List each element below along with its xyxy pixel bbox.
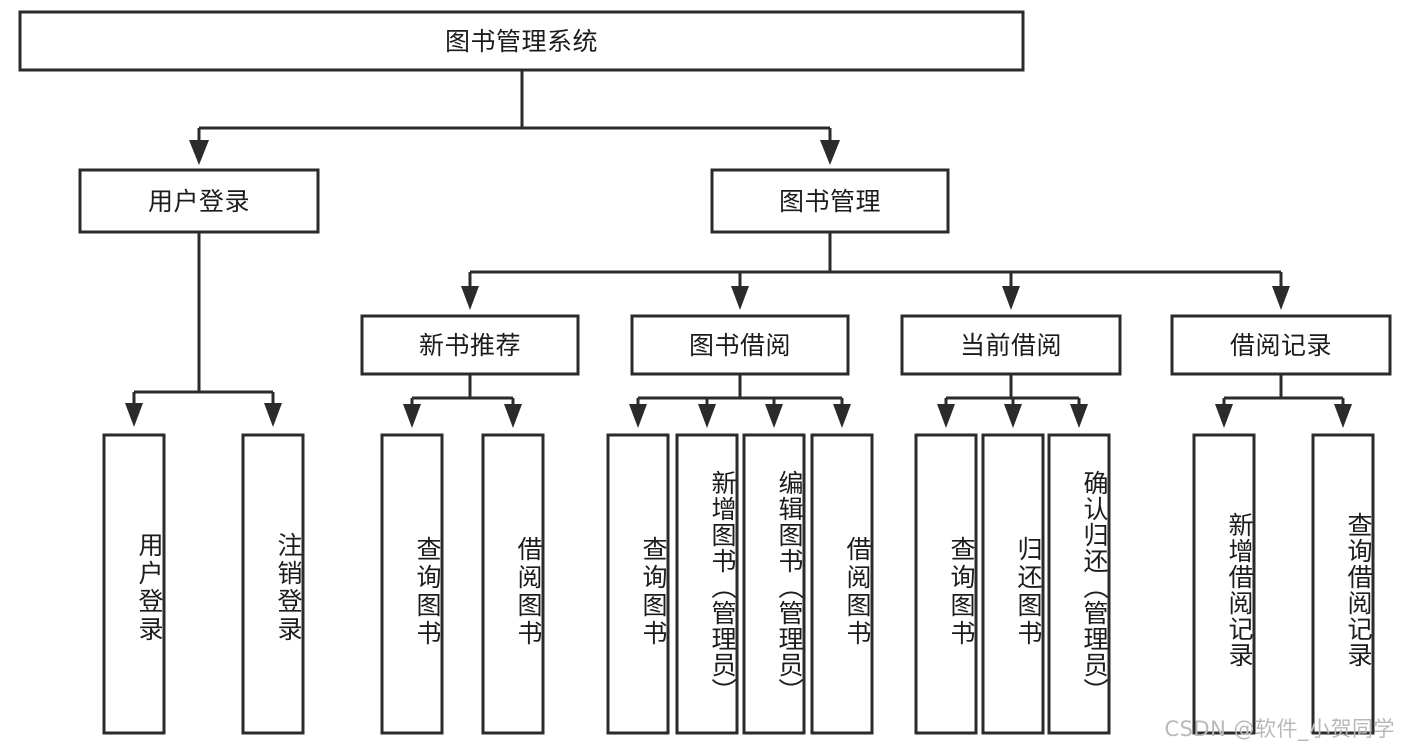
node-box-book-management[interactable]: [710, 168, 950, 234]
node-box-leaf-user-logout[interactable]: [241, 433, 305, 735]
arrowhead-leaf-confirm-return: [1070, 404, 1088, 428]
arrowhead-new-book-recommend: [461, 286, 479, 310]
arrowhead-borrow-record: [1272, 286, 1290, 310]
arrowhead-leaf-edit-book: [765, 404, 783, 428]
node-box-leaf-query-record[interactable]: [1311, 433, 1375, 735]
node-box-leaf-add-book[interactable]: [675, 433, 739, 735]
arrowhead-leaf-query-record: [1334, 404, 1352, 428]
arrowhead-leaf-add-book: [698, 404, 716, 428]
arrowhead-leaf-query-book-2: [629, 404, 647, 428]
node-box-leaf-query-book-1[interactable]: [380, 433, 444, 735]
node-box-leaf-query-book-3[interactable]: [914, 433, 978, 735]
arrowhead-leaf-add-record: [1215, 404, 1233, 428]
arrowhead-user-login: [189, 140, 209, 165]
node-box-new-book-recommend[interactable]: [360, 314, 580, 376]
node-box-leaf-borrow-book-1[interactable]: [481, 433, 545, 735]
arrowhead-leaf-user-login: [125, 403, 143, 427]
arrowhead-book-management: [820, 140, 840, 165]
arrowhead-leaf-borrow-book-1: [504, 404, 522, 428]
arrowhead-leaf-query-book-1: [403, 404, 421, 428]
node-box-leaf-query-book-2[interactable]: [606, 433, 670, 735]
arrowhead-book-borrow: [731, 286, 749, 310]
arrowhead-leaf-query-book-3: [937, 404, 955, 428]
arrowhead-current-borrow: [1002, 286, 1020, 310]
arrowhead-leaf-borrow-book-2: [833, 404, 851, 428]
csdn-watermark: CSDN @软件_小贺同学: [1164, 717, 1395, 741]
node-box-leaf-confirm-return[interactable]: [1047, 433, 1111, 735]
node-box-leaf-borrow-book-2[interactable]: [810, 433, 874, 735]
arrowhead-leaf-return-book: [1004, 404, 1022, 428]
node-box-leaf-return-book[interactable]: [981, 433, 1045, 735]
node-box-current-borrow[interactable]: [900, 314, 1122, 376]
node-box-user-login[interactable]: [78, 168, 320, 234]
node-box-leaf-edit-book[interactable]: [742, 433, 806, 735]
node-box-borrow-record[interactable]: [1170, 314, 1392, 376]
node-box-root[interactable]: [18, 10, 1025, 72]
arrowhead-leaf-user-logout: [264, 403, 282, 427]
node-box-book-borrow[interactable]: [630, 314, 850, 376]
node-box-leaf-add-record[interactable]: [1192, 433, 1256, 735]
node-box-leaf-user-login[interactable]: [102, 433, 166, 735]
